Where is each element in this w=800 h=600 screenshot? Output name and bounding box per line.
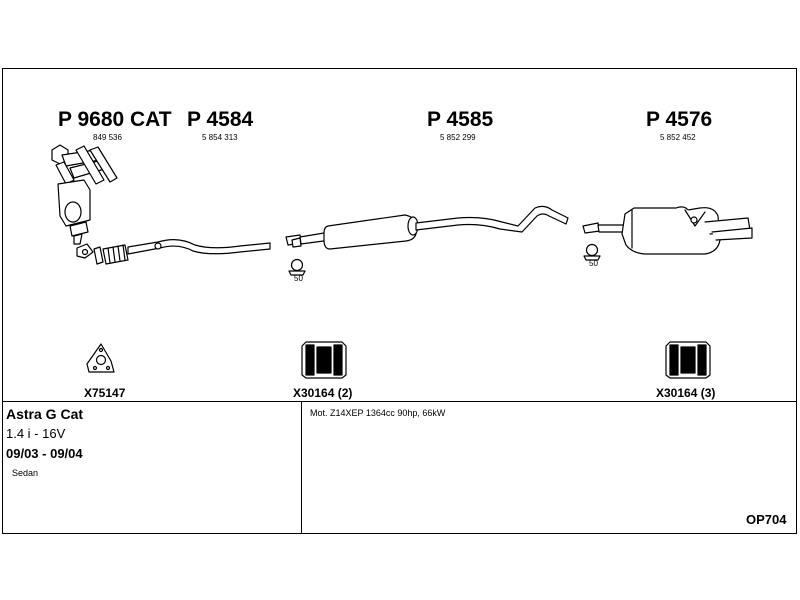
middle-silencer-drawing [285, 205, 569, 250]
part-number-rear-silencer: P 4576 [646, 108, 713, 131]
diagram-code: OP704 [746, 512, 787, 527]
rubber-hanger-icon-left [301, 341, 347, 379]
accessory-label-hanger-right: X30164 (3) [656, 386, 716, 400]
clamp-left-drawing [288, 258, 306, 276]
vehicle-body: Sedan [12, 468, 39, 478]
front-pipe-drawing [76, 239, 271, 265]
rear-silencer-drawing [582, 206, 753, 255]
vehicle-engine: 1.4 i - 16V [6, 426, 66, 441]
vehicle-years: 09/03 - 09/04 [6, 446, 83, 461]
rubber-hanger-icon-right [665, 341, 711, 379]
engine-notes: Mot. Z14XEP 1364cc 90hp, 66kW [310, 408, 446, 418]
oe-number-catalyst: 849 536 [93, 133, 122, 142]
clamp-label-right: 50 [589, 259, 598, 268]
manifold-catalyst-drawing [51, 144, 118, 245]
oe-number-middle-silencer: 5 852 299 [440, 133, 476, 142]
clamp-label-left: 50 [294, 274, 303, 283]
clamp-right-drawing [583, 243, 601, 261]
accessory-label-gasket: X75147 [84, 386, 126, 400]
part-number-catalyst: P 9680 CAT [58, 108, 172, 131]
gasket-icon [86, 343, 115, 373]
oe-number-rear-silencer: 5 852 452 [660, 133, 696, 142]
divider-horizontal [2, 401, 797, 402]
accessory-label-hanger-left: X30164 (2) [293, 386, 353, 400]
diagram-frame [2, 68, 797, 534]
vehicle-model: Astra G Cat [6, 406, 84, 422]
oe-number-front-pipe: 5 854 313 [202, 133, 238, 142]
divider-vertical [301, 401, 302, 534]
part-number-front-pipe: P 4584 [187, 108, 254, 131]
part-number-middle-silencer: P 4585 [427, 108, 494, 131]
